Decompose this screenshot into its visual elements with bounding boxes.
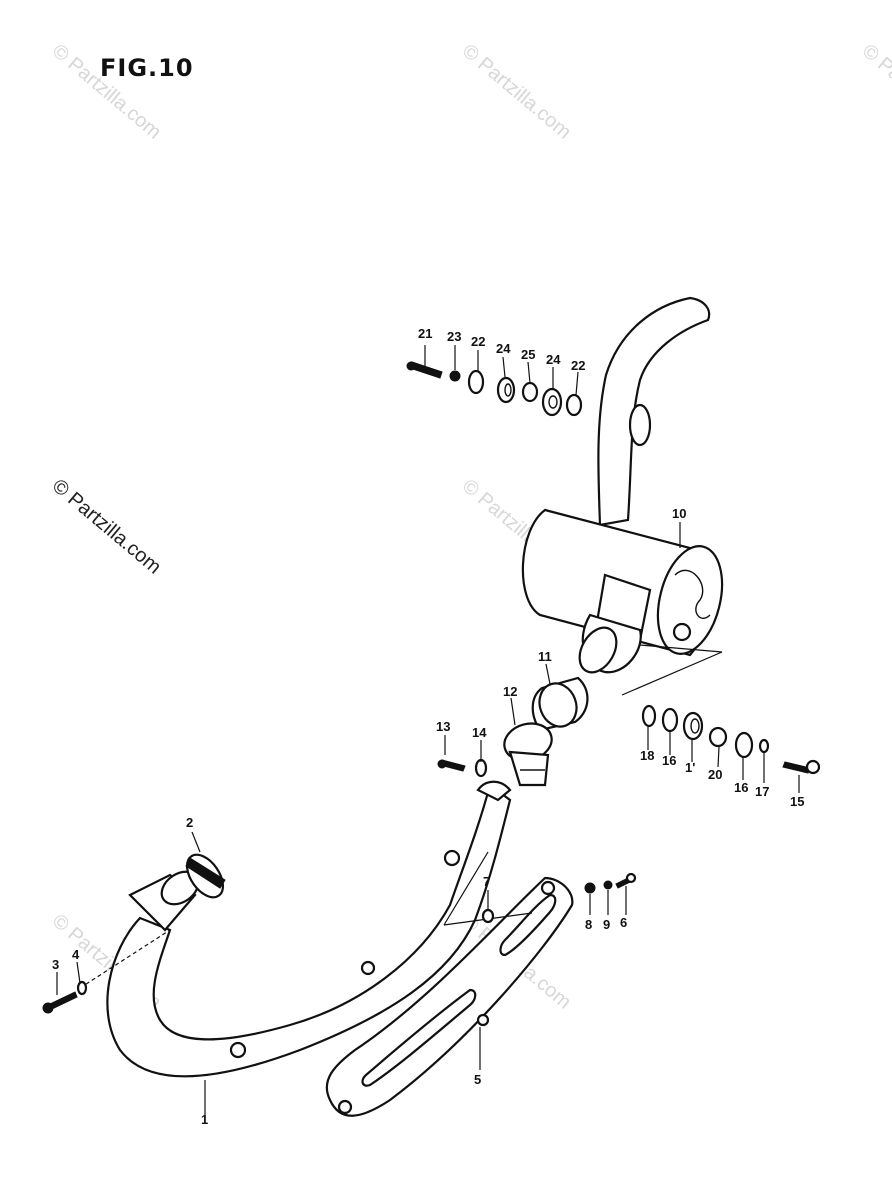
bolt-6 xyxy=(615,872,637,889)
washer-7 xyxy=(481,908,495,924)
tail-pipe xyxy=(597,296,711,527)
callout-7: 7 xyxy=(483,874,491,889)
callout-24: 24 xyxy=(496,341,511,356)
washer-16b xyxy=(734,731,754,759)
pipe-clamp xyxy=(503,722,553,787)
callout-11: 11 xyxy=(538,649,552,664)
callout-2: 2 xyxy=(186,815,194,830)
callout-20: 20 xyxy=(708,767,723,782)
bolt-3 xyxy=(42,991,78,1014)
washer-18 xyxy=(641,704,657,728)
callout-22: 22 xyxy=(571,358,586,373)
washer-14 xyxy=(474,758,488,778)
leader-lines xyxy=(56,345,800,1115)
exhaust-header-pipe xyxy=(106,780,512,1078)
callout-18: 18 xyxy=(640,748,655,763)
grommet-24 xyxy=(496,376,516,404)
callout-25: 25 xyxy=(521,347,536,362)
figure-title: FIG.10 xyxy=(100,54,194,82)
callout-24: 24 xyxy=(546,352,561,367)
callout-15: 15 xyxy=(790,794,805,809)
callout-13: 13 xyxy=(436,719,451,734)
callout-23: 23 xyxy=(447,329,462,344)
callout-6: 6 xyxy=(620,915,628,930)
callout-3: 3 xyxy=(52,957,60,972)
bolt-13 xyxy=(437,759,466,772)
callout-5: 5 xyxy=(474,1072,482,1087)
bolt-15 xyxy=(782,759,821,775)
heat-shield xyxy=(325,876,574,1117)
muffler xyxy=(521,508,724,696)
callout-14: 14 xyxy=(472,725,487,740)
callout-16: 16 xyxy=(662,753,677,768)
callout-8: 8 xyxy=(585,917,593,932)
washer-17 xyxy=(758,738,770,754)
callout-10: 10 xyxy=(672,506,687,521)
collar-25 xyxy=(521,381,539,403)
callout-16: 16 xyxy=(734,780,749,795)
callout-19: 1' xyxy=(685,760,696,775)
washer-9 xyxy=(603,880,613,890)
bolt-21 xyxy=(406,361,443,379)
nut-8 xyxy=(584,882,596,894)
callout-4: 4 xyxy=(72,947,80,962)
callout-22: 22 xyxy=(471,334,486,349)
washer-4 xyxy=(76,980,88,996)
grommet-24b xyxy=(541,387,563,417)
callout-12: 12 xyxy=(503,684,518,699)
callout-9: 9 xyxy=(603,917,611,932)
nut-23 xyxy=(449,370,461,382)
collar-20 xyxy=(708,726,728,748)
callout-21: 21 xyxy=(418,326,433,341)
callout-1: 1 xyxy=(201,1112,209,1127)
callout-17: 17 xyxy=(755,784,770,799)
grommet-19 xyxy=(682,711,704,741)
washer-16 xyxy=(661,707,679,733)
connector-sleeve xyxy=(531,676,589,732)
exhaust-flange xyxy=(128,853,226,932)
washer-22b xyxy=(565,393,583,417)
washer-22 xyxy=(467,369,485,395)
